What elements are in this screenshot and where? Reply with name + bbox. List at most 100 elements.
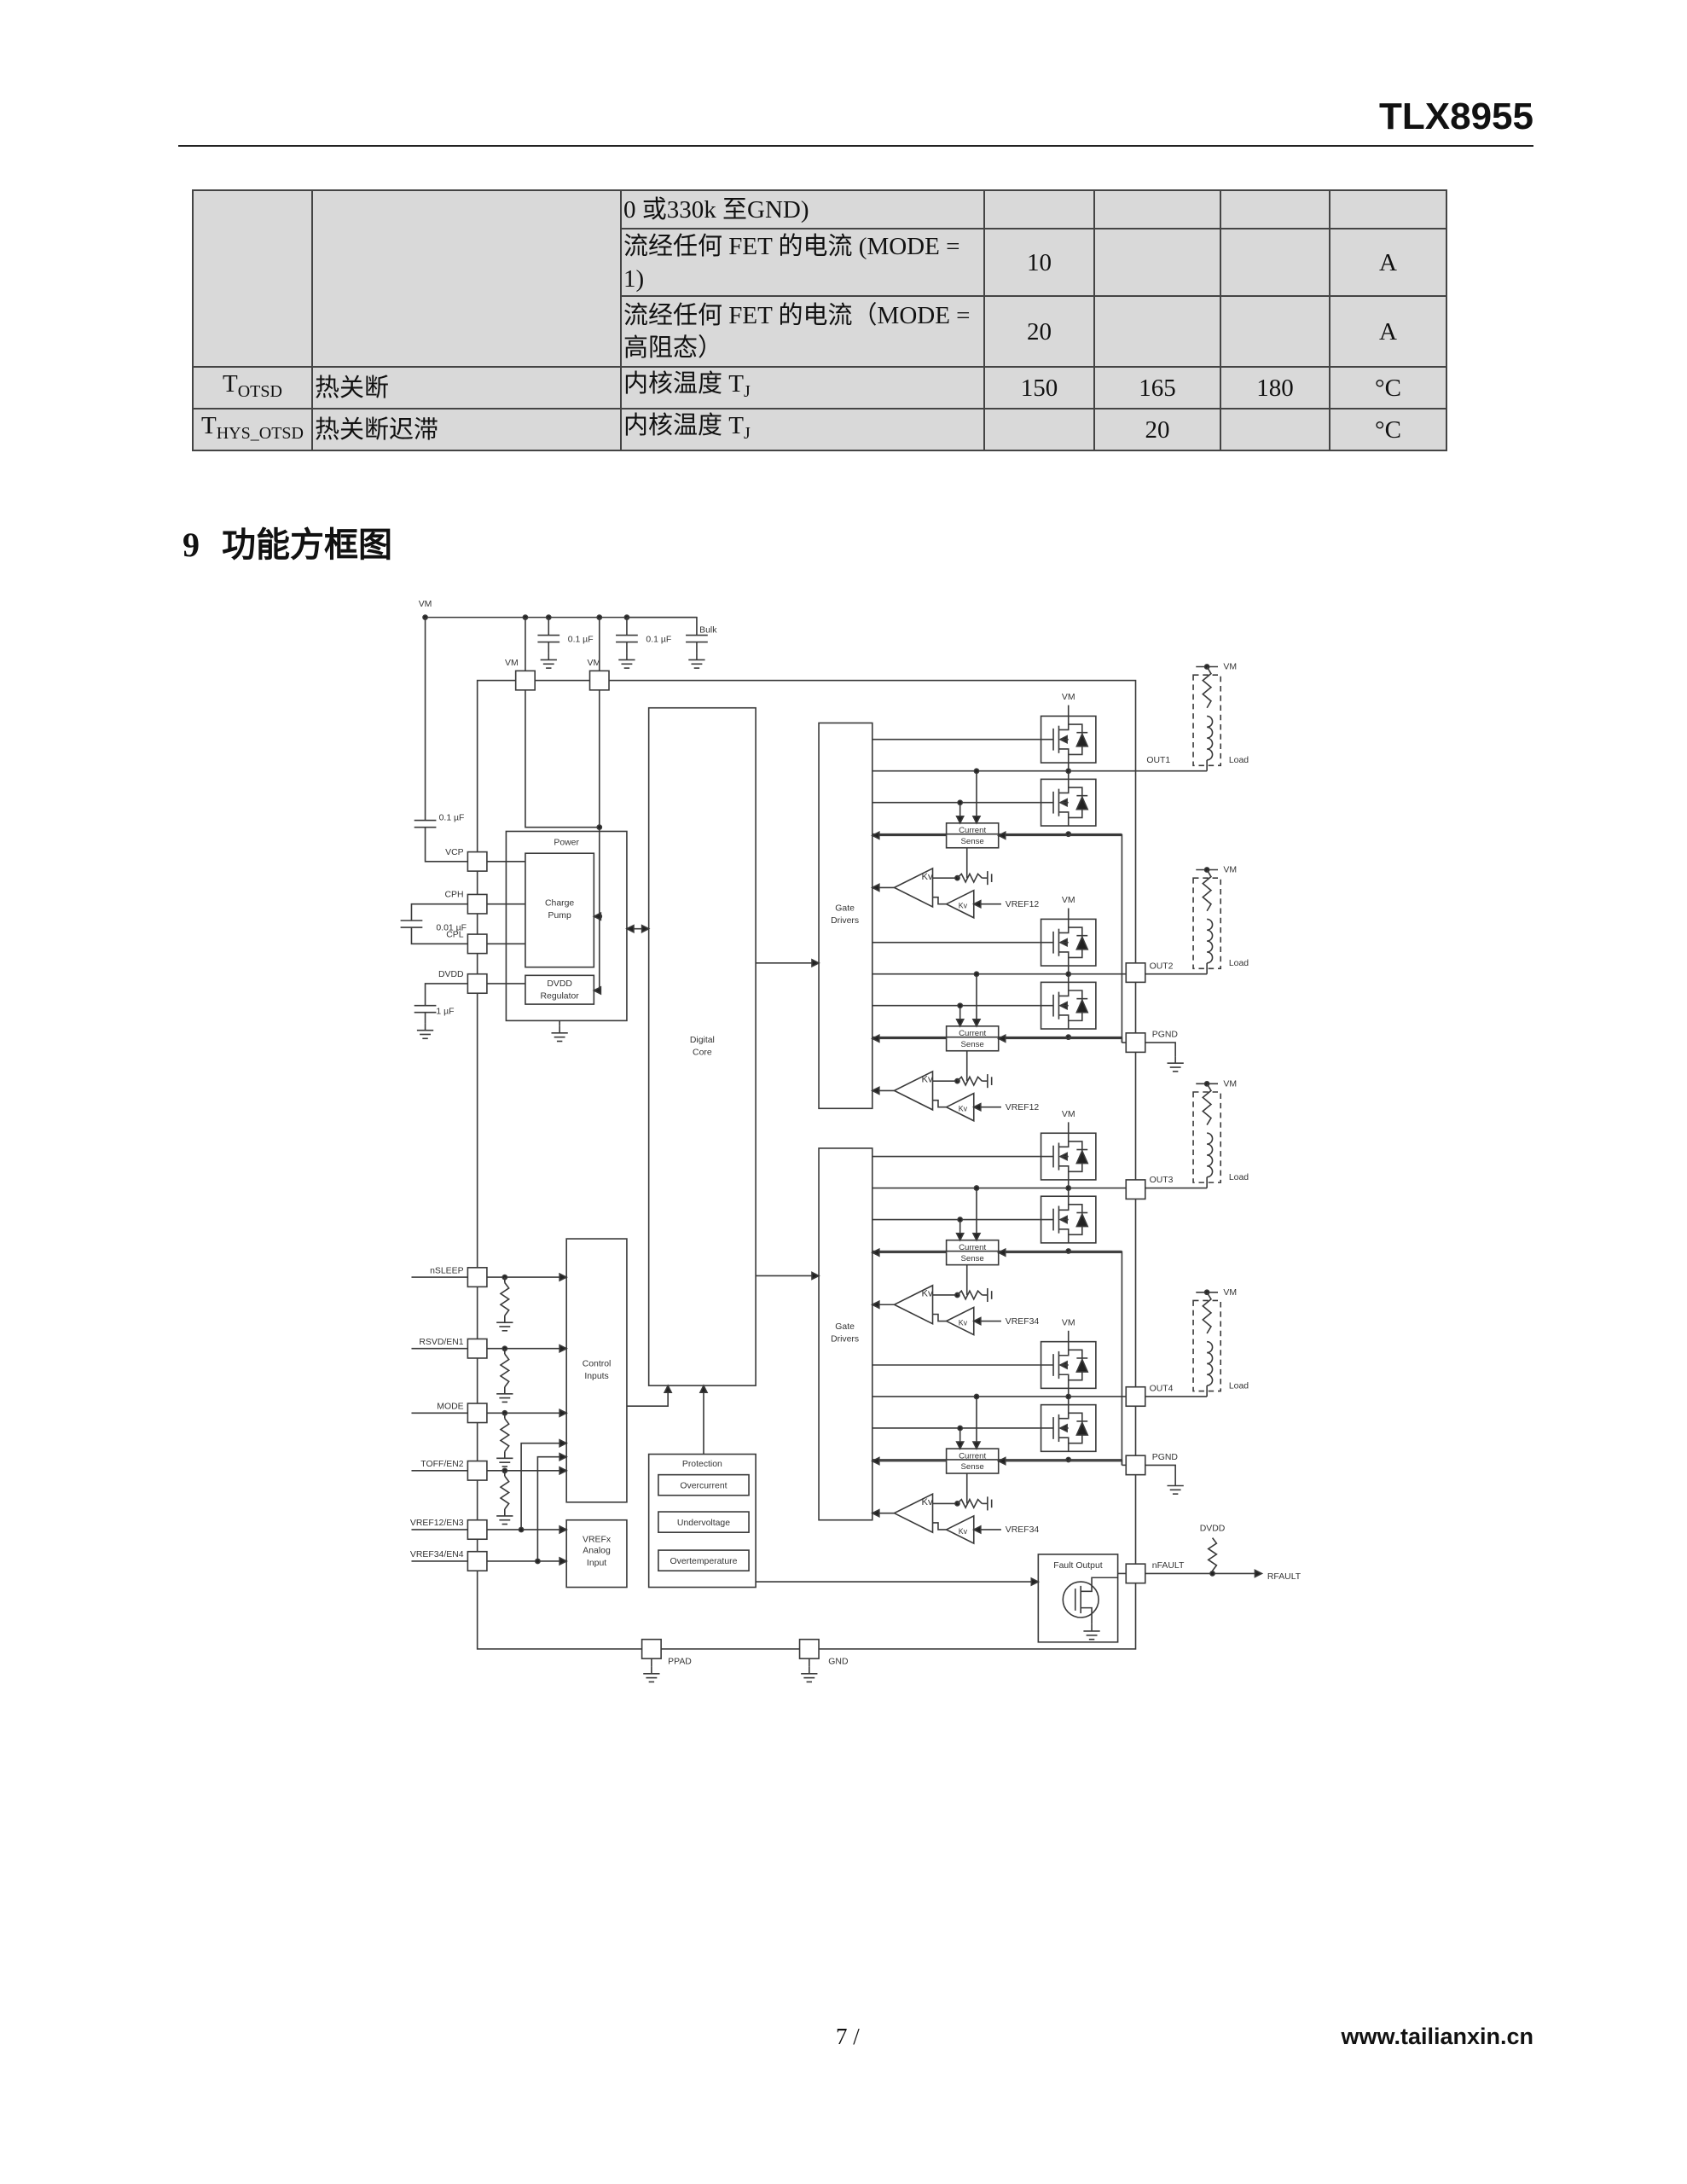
resistor-icon <box>956 1075 983 1087</box>
digital-core-block <box>647 706 757 1386</box>
typ-cell <box>1093 189 1221 229</box>
arrow-icon <box>811 1271 820 1281</box>
vm-label: VM <box>1062 693 1075 702</box>
resistor-icon <box>1207 1537 1218 1571</box>
section-title: 功能方框图 <box>222 526 392 565</box>
mosfet-icon <box>1058 1196 1070 1211</box>
vm-pin <box>514 670 536 691</box>
pgnd-pin <box>1125 1455 1146 1476</box>
arrow-icon <box>559 1452 568 1462</box>
dvdd-label: DVDD <box>1200 1525 1226 1534</box>
wire <box>410 903 468 921</box>
arrow-icon <box>699 1384 709 1393</box>
left-pin-label: CPL <box>446 930 463 939</box>
vref-label: VREF34 <box>1006 1525 1040 1535</box>
load-label: Load <box>1229 1173 1249 1182</box>
parameter-cell <box>311 189 622 368</box>
wire <box>1145 1464 1176 1479</box>
arrow-icon <box>971 1018 982 1028</box>
arrow-icon <box>559 1466 568 1476</box>
condition-cell: 内核温度 TJ <box>620 408 985 451</box>
vm-label: VM <box>1223 1080 1237 1089</box>
ppad-label: PPAD <box>668 1658 692 1667</box>
mosfet-icon <box>1058 1404 1070 1420</box>
left-pin-label: VREF12/EN3 <box>410 1519 464 1528</box>
gate-drivers-label: Gate <box>835 904 855 914</box>
fault-output-block <box>1037 1554 1119 1643</box>
arrow-icon <box>971 1102 982 1112</box>
comparator-icon <box>892 1070 934 1112</box>
undervoltage-label: Undervoltage <box>677 1519 730 1528</box>
load-outline <box>1192 877 1222 970</box>
gate-drivers-block <box>818 1147 873 1521</box>
overcurrent-label: Overcurrent <box>680 1482 727 1491</box>
junction-dot <box>973 1393 980 1400</box>
left-pin <box>467 851 488 872</box>
arrow-icon <box>955 1232 965 1242</box>
symbol-cell: THYS_OTSD <box>192 408 313 451</box>
vm-label: VM <box>1062 1110 1075 1119</box>
wire <box>932 1522 947 1531</box>
website-link[interactable]: www.tailianxin.cn <box>1341 2024 1533 2049</box>
arrow-icon <box>971 1525 982 1535</box>
input-pin <box>467 1267 488 1288</box>
wire <box>536 1455 567 1561</box>
fault-mosfet-icon <box>1062 1581 1099 1618</box>
unit-cell: °C <box>1329 408 1447 451</box>
vrefx-block <box>565 1519 628 1589</box>
capacitor-label: 0.01 µF <box>436 923 467 932</box>
parameter-cell: 热关断迟滞 <box>311 408 622 451</box>
typ-cell <box>1093 228 1221 297</box>
arrow-icon <box>996 1247 1006 1258</box>
gnd-pin <box>798 1638 820 1659</box>
junction-dot <box>957 799 964 806</box>
control-inputs-label: Inputs <box>584 1372 608 1381</box>
left-pin <box>467 893 488 915</box>
kv-label: Kv <box>959 1318 968 1327</box>
power-block <box>505 830 628 1022</box>
input-pin <box>467 1338 488 1359</box>
protection-label: Protection <box>682 1460 722 1469</box>
condition-cell: 0 或330k 至GND) <box>620 189 985 229</box>
vref-label: VREF34 <box>1006 1317 1040 1327</box>
mosfet-icon <box>1058 1228 1070 1243</box>
unit-cell: A <box>1329 228 1447 297</box>
pgnd-label: PGND <box>1152 1453 1179 1462</box>
arrow-icon <box>559 1556 568 1566</box>
wire <box>424 827 468 863</box>
mosfet-icon <box>1058 1014 1070 1030</box>
condition-text: 内核温度 T <box>623 370 744 398</box>
table-row: 流经任何 FET 的电流 (MODE = 1) 10 A <box>193 228 1447 297</box>
inductor-icon <box>1207 918 1214 964</box>
input-pin <box>467 1519 488 1541</box>
diode-icon <box>1075 795 1089 810</box>
pgnd-pin <box>1125 1032 1146 1054</box>
bulk-cap-label: Bulk <box>699 625 717 635</box>
arrow-icon <box>592 911 602 921</box>
protection-block <box>647 1453 757 1589</box>
kv-label: Kv <box>959 1527 968 1536</box>
diode-icon <box>1075 1420 1089 1436</box>
current-sense-label: Sense <box>961 837 984 846</box>
arrow-icon <box>870 1456 880 1466</box>
comparator-icon <box>892 1284 934 1326</box>
arrow-icon <box>996 830 1006 840</box>
gate-drivers-label: Drivers <box>831 916 859 926</box>
wire <box>520 1442 567 1530</box>
output-pin <box>1125 1385 1146 1408</box>
arrow-icon <box>870 830 880 840</box>
junction-dot <box>973 768 980 775</box>
diode-icon <box>1075 1357 1089 1373</box>
arrow-icon <box>971 815 982 825</box>
resistor-icon <box>499 1282 511 1316</box>
inductor-icon <box>1207 1340 1214 1386</box>
vrefx-label: Analog <box>583 1546 611 1555</box>
unit-cell: A <box>1329 295 1447 368</box>
mosfet-icon <box>1058 1165 1070 1180</box>
fault-mosfet-icon <box>1081 1606 1093 1624</box>
mosfet-icon <box>1058 1133 1070 1148</box>
comparator-icon <box>892 867 934 909</box>
arrow-icon <box>559 1408 568 1418</box>
wire <box>525 689 600 828</box>
